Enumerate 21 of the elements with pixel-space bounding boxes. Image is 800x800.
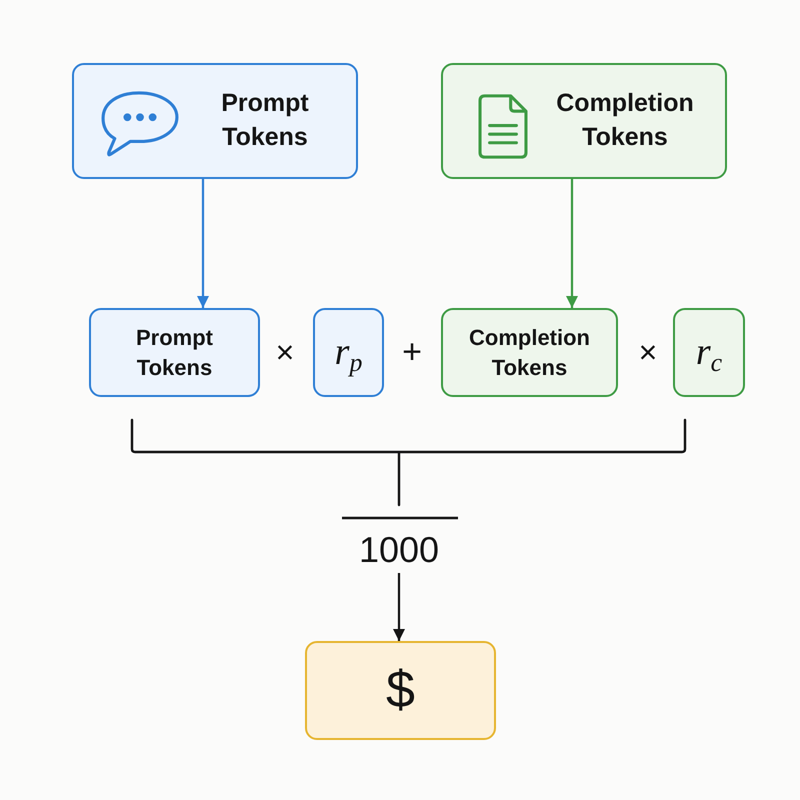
node-label: Completion Tokens <box>468 324 591 382</box>
variable-box <box>313 308 384 397</box>
operator-sign: × <box>274 333 296 372</box>
currency-symbol: $ <box>386 662 415 720</box>
node-label: Prompt Tokens <box>135 324 214 382</box>
operator-sign: × <box>638 333 658 372</box>
token-box <box>441 63 727 179</box>
denominator-number: 1000 <box>339 527 459 573</box>
arrow <box>566 179 578 308</box>
node-label: Prompt Tokens <box>220 88 310 153</box>
result-box <box>305 641 496 740</box>
formula-box <box>89 308 260 397</box>
formula-box <box>441 308 618 397</box>
math-variable: r$_{c}$ <box>696 330 722 376</box>
math-variable: r$_{p}$ <box>334 330 362 376</box>
node-label: Completion Tokens <box>555 88 695 153</box>
arrow <box>393 573 405 641</box>
variable-box <box>673 308 745 397</box>
operator-sign: + <box>401 332 423 372</box>
arrow <box>197 179 209 308</box>
token-box <box>72 63 358 179</box>
